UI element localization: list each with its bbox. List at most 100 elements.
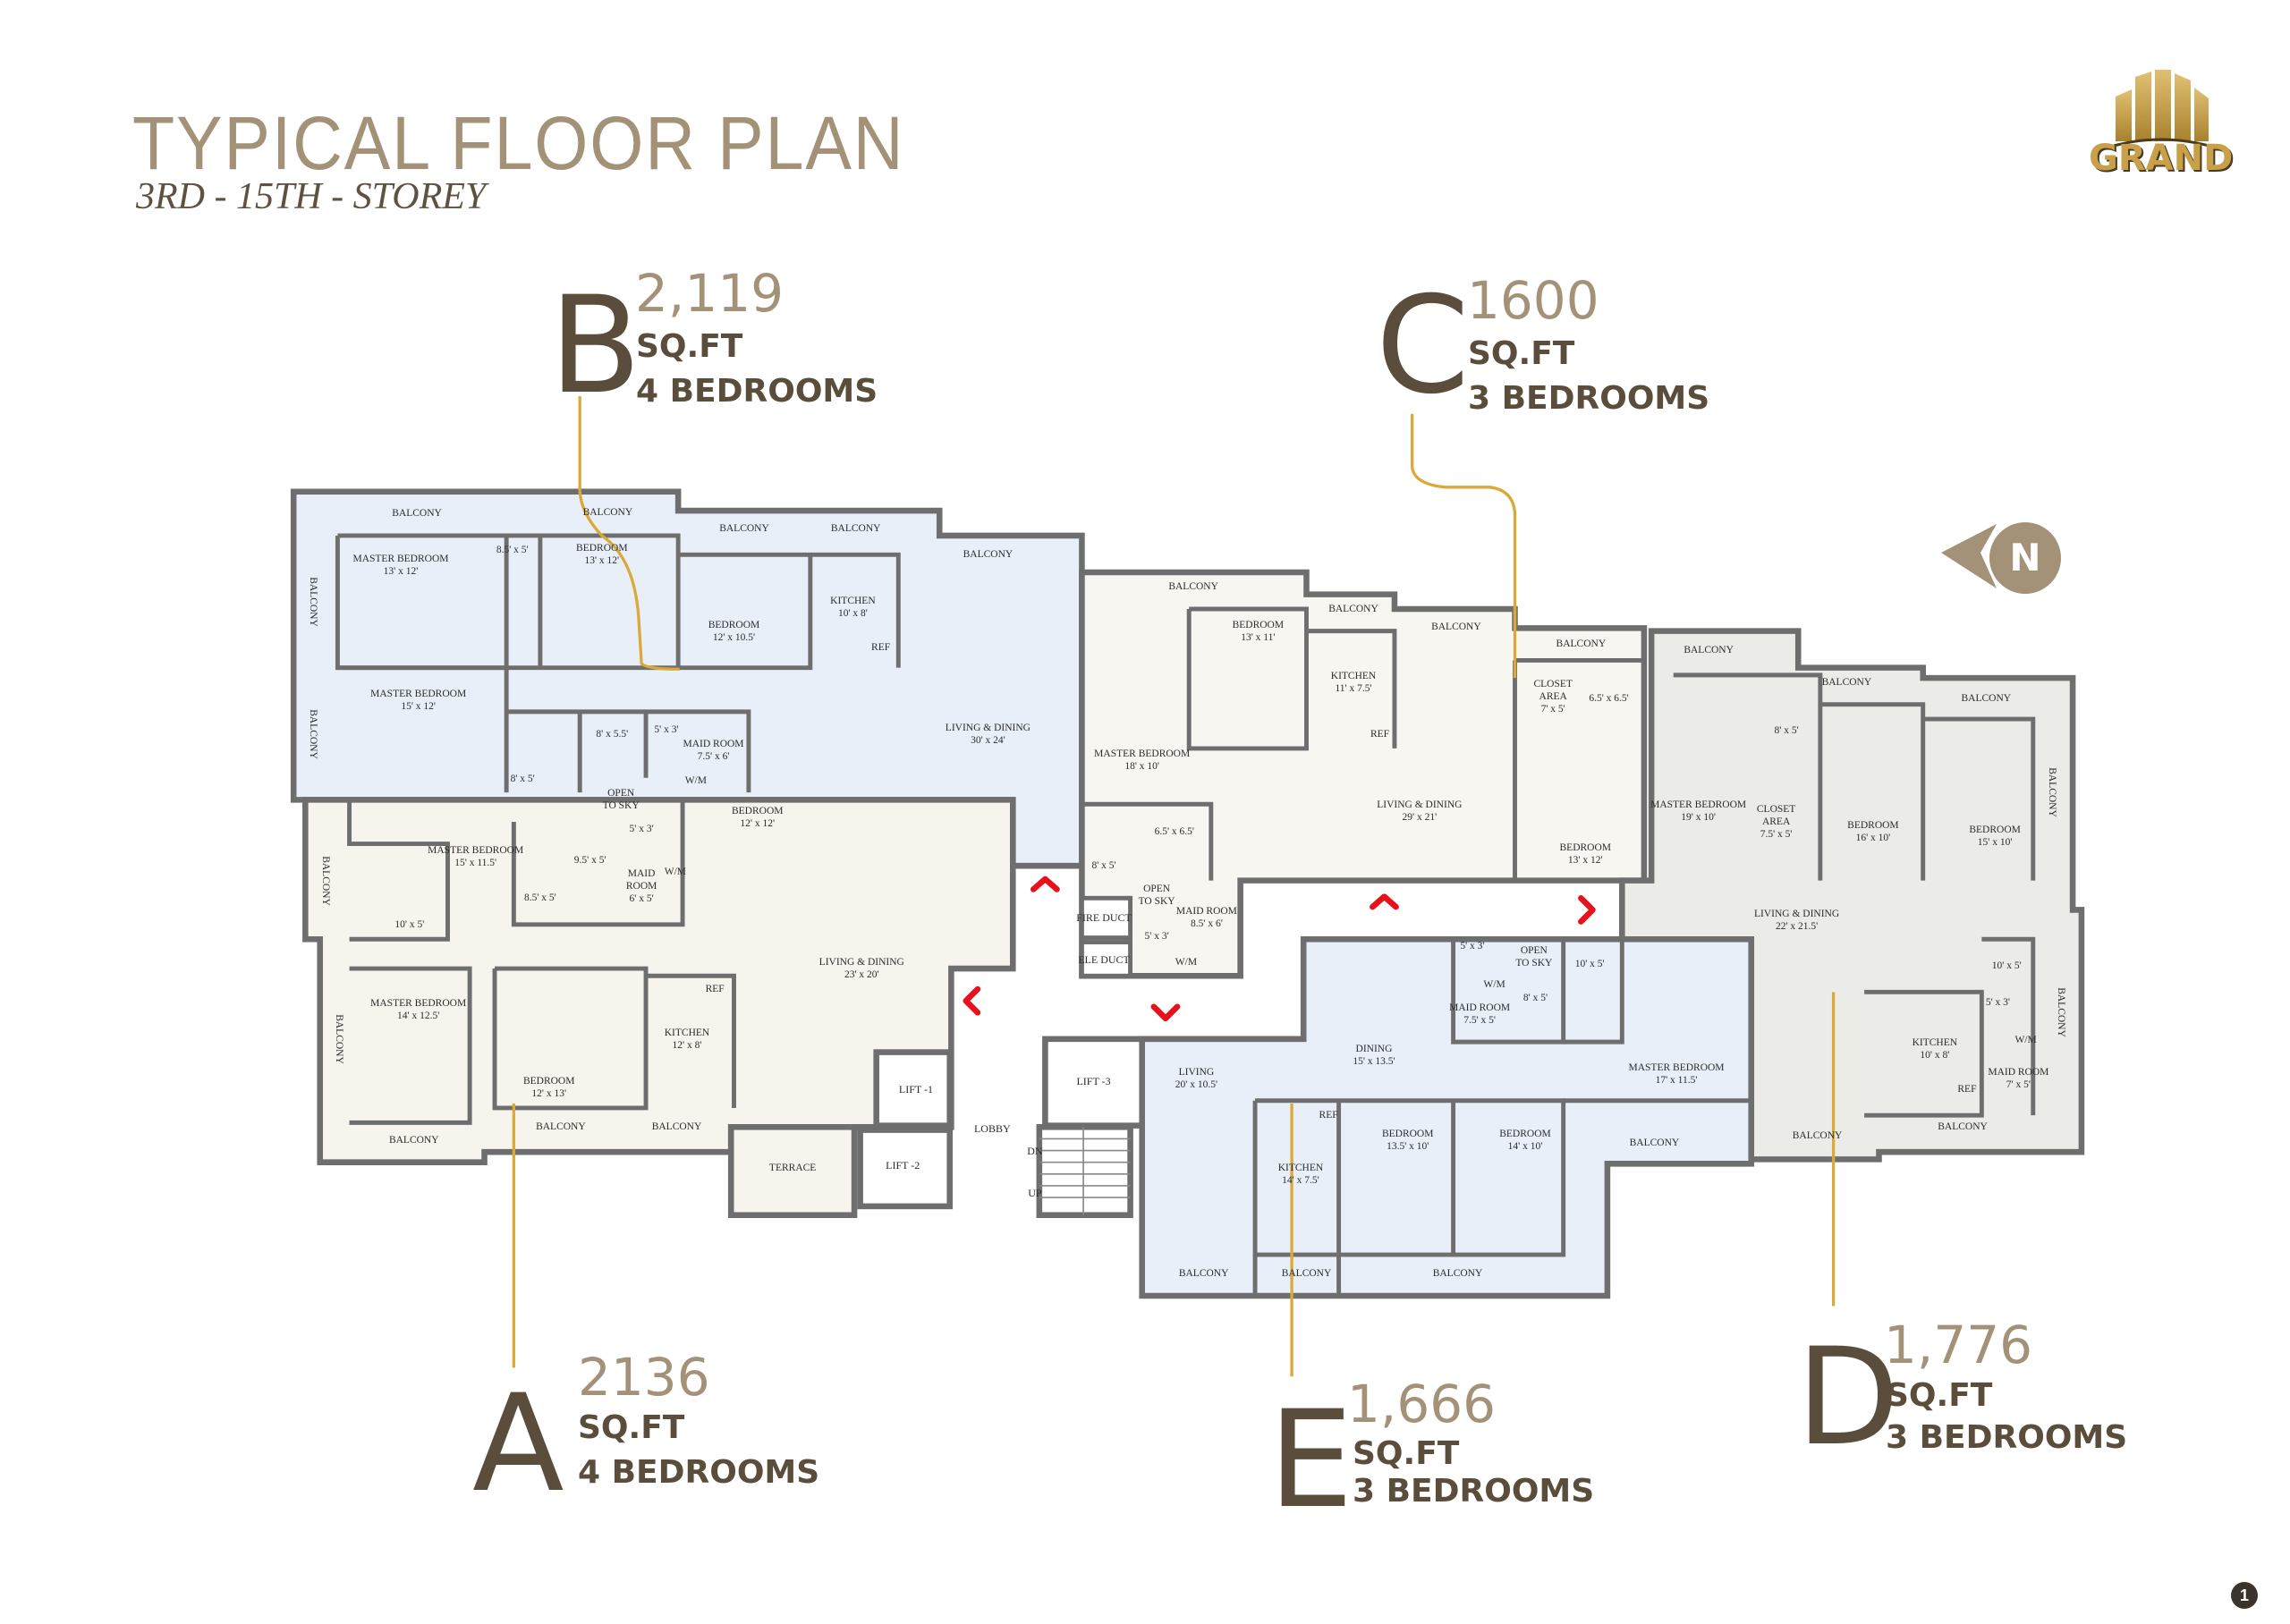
room-name: MAID ROOM [683, 738, 744, 749]
unit-letter: E [1268, 1383, 1353, 1538]
room-label-balcony: BALCONY [1822, 676, 1872, 689]
room-label-balcony: BALCONY [963, 548, 1014, 561]
room-name: BALCONY [2047, 767, 2058, 817]
room-size: 30' x 24' [971, 734, 1005, 746]
room-name: W/M [664, 866, 686, 877]
room-label-balcony: BALCONY [1630, 1137, 1680, 1149]
room-name: 8' x 5' [1091, 860, 1116, 872]
room-size: 7.5' x 5' [1760, 828, 1793, 840]
room-label-ref: REF [706, 983, 725, 995]
room-size: 6' x 5' [629, 893, 654, 905]
page-title: TYPICAL FLOOR PLAN [132, 101, 905, 185]
arrow-right-icon [1578, 895, 1596, 925]
room-size: 17' x 11.5' [1655, 1075, 1698, 1087]
room-label-6-5-x-6-5: 6.5' x 6.5' [1155, 825, 1194, 838]
unit-letter: D [1796, 1320, 1900, 1476]
room-label-9-5-x-5: 9.5' x 5' [574, 854, 606, 867]
room-label-balcony: BALCONY [1168, 580, 1218, 593]
room-name: LIVING & DINING [1377, 799, 1463, 811]
room-label-balcony: BALCONY [333, 1014, 345, 1064]
room-name: LIVING & DINING [945, 722, 1030, 733]
room-name: LIVING & DINING [818, 957, 904, 968]
unit-bedrooms: 3 BEDROOMS [1353, 1473, 1595, 1510]
room-name: MAID ROOM [1988, 1067, 2049, 1078]
room-name: BEDROOM [1559, 842, 1612, 854]
room-size: 14' x 10' [1507, 1141, 1543, 1153]
unit-bedrooms: 4 BEDROOMS [578, 1454, 820, 1491]
room-name: MAID ROOM [1449, 1002, 1511, 1013]
room-name: 5' x 3' [1460, 941, 1485, 952]
room-name: BALCONY [1556, 639, 1607, 650]
unit-area: 2136 [578, 1347, 710, 1408]
unit-e-area [1139, 935, 1754, 1299]
room-label-balcony: BALCONY [1793, 1129, 1843, 1142]
ele-duct [1079, 940, 1133, 978]
room-name: BALCONY [1629, 1138, 1680, 1149]
room-name: BALCONY [307, 577, 318, 627]
room-name: DINING [1355, 1043, 1393, 1054]
unit-area: 1,776 [1884, 1315, 2033, 1375]
room-name: BALCONY [830, 522, 881, 534]
room-label-open-to-sky: OPEN TO SKY [1514, 944, 1554, 969]
room-size: 13' x 11' [1241, 631, 1276, 643]
logo-text: GRAND [2089, 138, 2234, 179]
room-name: 5' x 3' [629, 824, 654, 835]
room-name: KITCHEN [1912, 1037, 1958, 1049]
room-label-8-x-5: 8' x 5' [1523, 992, 1548, 1004]
lift-2 [857, 1127, 954, 1210]
room-name: W/M [1483, 979, 1505, 991]
room-label-open-to-sky: OPEN TO SKY [601, 787, 640, 812]
lift-3 [1042, 1036, 1145, 1129]
north-label: N [1989, 522, 2061, 594]
room-label-ele-duct: ELE DUCT [1078, 953, 1130, 966]
room-name: REF [1957, 1083, 1977, 1095]
arrow-up-icon [1370, 893, 1399, 910]
room-size: 15' x 12' [401, 700, 436, 712]
room-label-balcony: BALCONY [2046, 767, 2058, 817]
room-label-balcony: BALCONY [1282, 1267, 1332, 1280]
leader-line-c [1411, 413, 1517, 679]
room-name: REF [1370, 728, 1390, 740]
room-name: BALCONY [1792, 1130, 1843, 1142]
room-name: BALCONY [1168, 581, 1218, 593]
room-label-8-x-5-5: 8' x 5.5' [596, 728, 628, 740]
room-label-fire-duct: FIRE DUCT [1076, 911, 1132, 924]
room-name: KITCHEN [1330, 671, 1377, 682]
room-name: BEDROOM [1381, 1129, 1434, 1140]
unit-letter: A [472, 1366, 564, 1522]
room-name: BALCONY [719, 522, 769, 534]
unit-sqft-label: SQ.FT [1886, 1377, 1993, 1414]
room-name: 8' x 5' [1774, 725, 1799, 737]
room-label-balcony: BALCONY [1938, 1121, 1988, 1133]
room-name: BALCONY [1821, 677, 1872, 689]
unit-bedrooms: 3 BEDROOMS [1886, 1419, 2128, 1456]
room-label-balcony: BALCONY [1328, 603, 1378, 615]
room-name: BALCONY [1961, 693, 2012, 705]
room-label-ref: REF [871, 641, 890, 654]
room-label-terrace: TERRACE [769, 1162, 816, 1174]
room-name: KITCHEN [1277, 1162, 1324, 1173]
room-label-lift-2: LIFT -2 [886, 1159, 920, 1171]
room-size: 14' x 12.5' [397, 1011, 440, 1021]
room-label-10-x-5: 10' x 5' [394, 918, 424, 931]
room-size: 11' x 7.5' [1335, 683, 1372, 695]
room-name: 6.5' x 6.5' [1589, 693, 1629, 705]
